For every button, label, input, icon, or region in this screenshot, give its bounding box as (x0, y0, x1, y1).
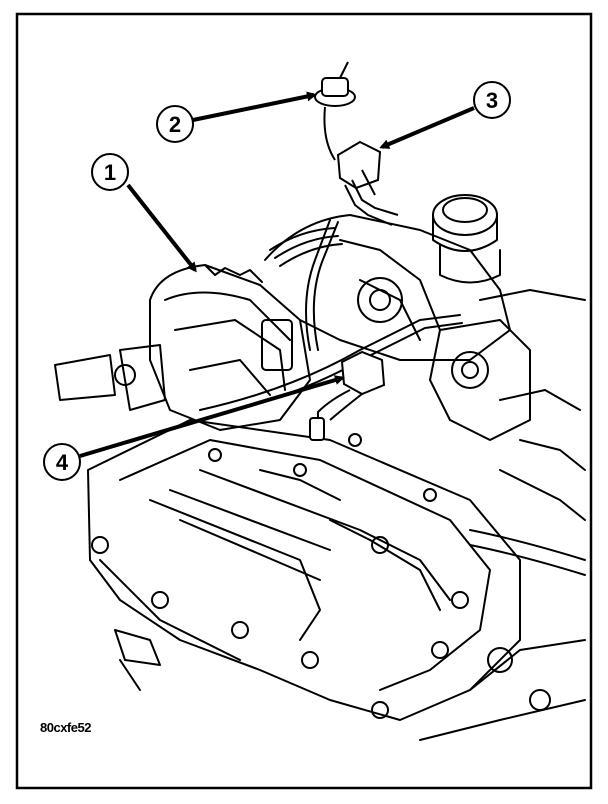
callout-2-leader (192, 91, 317, 122)
callout-4-label: 4 (56, 450, 69, 475)
callout-4-leader (79, 375, 345, 458)
callout-1-circle (91, 153, 129, 191)
sensor-connector (336, 140, 399, 226)
callout-1-leader (126, 183, 197, 273)
callout-4: 4 (43, 375, 345, 481)
callout-1-label: 1 (104, 160, 116, 185)
callout-2: 2 (156, 91, 317, 143)
callout-1: 1 (91, 153, 197, 273)
callout-4-circle (43, 443, 81, 481)
callout-3: 3 (379, 81, 511, 149)
callout-2-circle (156, 105, 194, 143)
callout-3-circle (473, 81, 511, 119)
callout-2-label: 2 (169, 112, 181, 137)
callout-3-leader (379, 106, 475, 149)
figure-id: 80cxfe52 (40, 720, 91, 735)
intake-manifold (87, 419, 521, 721)
throttle-body (149, 264, 311, 431)
figure-border (15, 12, 593, 790)
callout-3-label: 3 (486, 88, 498, 113)
engine-drawing (54, 194, 586, 741)
harness-connector (309, 350, 386, 441)
sensor-cap (314, 61, 356, 161)
